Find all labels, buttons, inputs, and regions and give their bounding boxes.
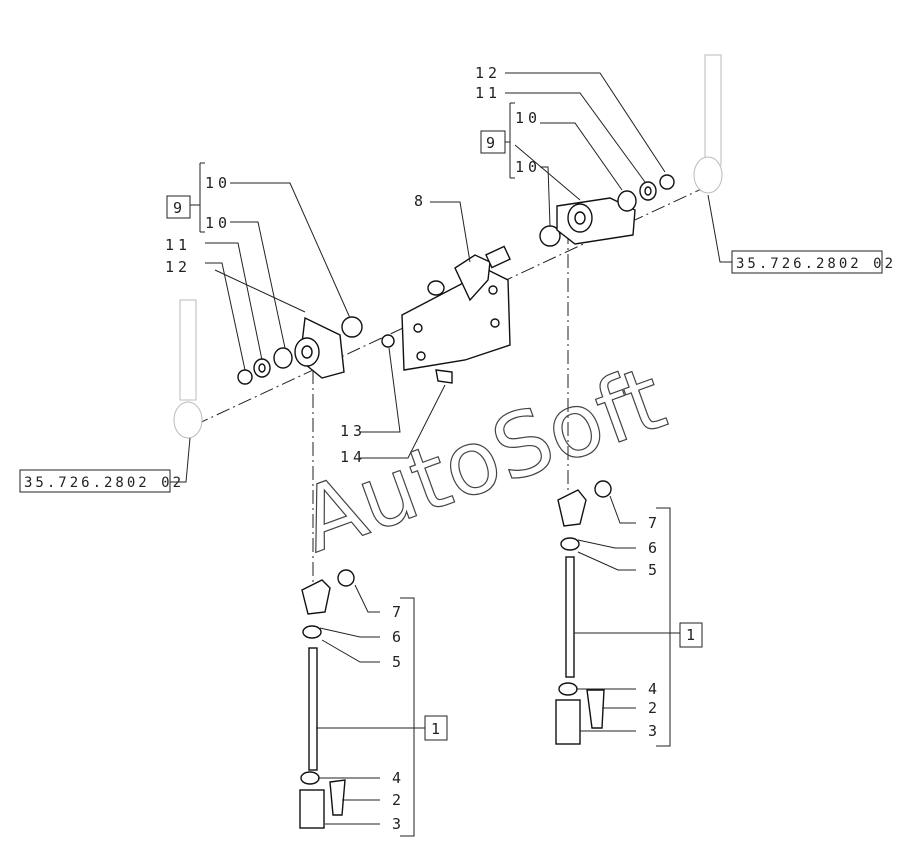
label-1-left: 1 bbox=[431, 720, 444, 738]
label-10-left-top: 10 bbox=[205, 174, 231, 192]
ref-box-right bbox=[731, 250, 883, 274]
label-2-right: 2 bbox=[648, 699, 661, 717]
label-8: 8 bbox=[414, 192, 427, 210]
left-cable-ghost bbox=[173, 299, 203, 439]
label-12-left: 12 bbox=[165, 258, 191, 276]
label-10-right-bottom: 10 bbox=[515, 158, 541, 176]
watermark-text: AutoSoft bbox=[287, 346, 677, 572]
label-4-right: 4 bbox=[648, 680, 661, 698]
box-1-left bbox=[424, 715, 448, 741]
left-spacer-10a bbox=[273, 347, 293, 369]
label-10-left-bottom: 10 bbox=[205, 214, 231, 232]
label-12-right: 12 bbox=[475, 64, 501, 82]
label-5-left: 5 bbox=[392, 653, 405, 671]
box-1-right bbox=[679, 622, 703, 648]
left-bracket-10 bbox=[294, 316, 345, 379]
box-9-left bbox=[166, 195, 191, 219]
right-rod-assembly bbox=[555, 480, 612, 745]
lever-plate-8 bbox=[401, 245, 511, 371]
label-7-right: 7 bbox=[648, 514, 661, 532]
label-14: 14 bbox=[340, 448, 366, 466]
label-10-right-top: 10 bbox=[515, 109, 541, 127]
left-bushing-10b bbox=[341, 316, 363, 338]
right-bracket-10 bbox=[556, 197, 636, 245]
right-spacer-10a bbox=[617, 190, 637, 212]
label-4-left: 4 bbox=[392, 769, 405, 787]
right-washer-11 bbox=[639, 181, 657, 201]
label-9-left: 9 bbox=[173, 199, 186, 217]
label-9-right: 9 bbox=[486, 134, 499, 152]
label-5-right: 5 bbox=[648, 561, 661, 579]
label-6-left: 6 bbox=[392, 628, 405, 646]
label-13: 13 bbox=[340, 422, 366, 440]
label-11-right: 11 bbox=[475, 84, 501, 102]
left-clip-12 bbox=[237, 369, 253, 385]
label-3-right: 3 bbox=[648, 722, 661, 740]
left-rod-assembly bbox=[299, 569, 355, 829]
label-11-left: 11 bbox=[165, 236, 191, 254]
label-1-right: 1 bbox=[686, 626, 699, 644]
bolt-14 bbox=[381, 334, 453, 384]
label-3-left: 3 bbox=[392, 815, 405, 833]
box-9-right bbox=[480, 130, 506, 154]
leader-lines bbox=[170, 72, 732, 837]
right-cable-ghost bbox=[693, 54, 723, 194]
label-7-left: 7 bbox=[392, 603, 405, 621]
left-washer-11 bbox=[253, 358, 271, 378]
label-2-left: 2 bbox=[392, 791, 405, 809]
ref-text-right: 35.726.2802 02 bbox=[736, 256, 896, 272]
ref-box-left bbox=[19, 469, 171, 493]
ref-text-left: 35.726.2802 02 bbox=[24, 475, 184, 491]
right-clip-12 bbox=[659, 174, 675, 190]
label-6-right: 6 bbox=[648, 539, 661, 557]
